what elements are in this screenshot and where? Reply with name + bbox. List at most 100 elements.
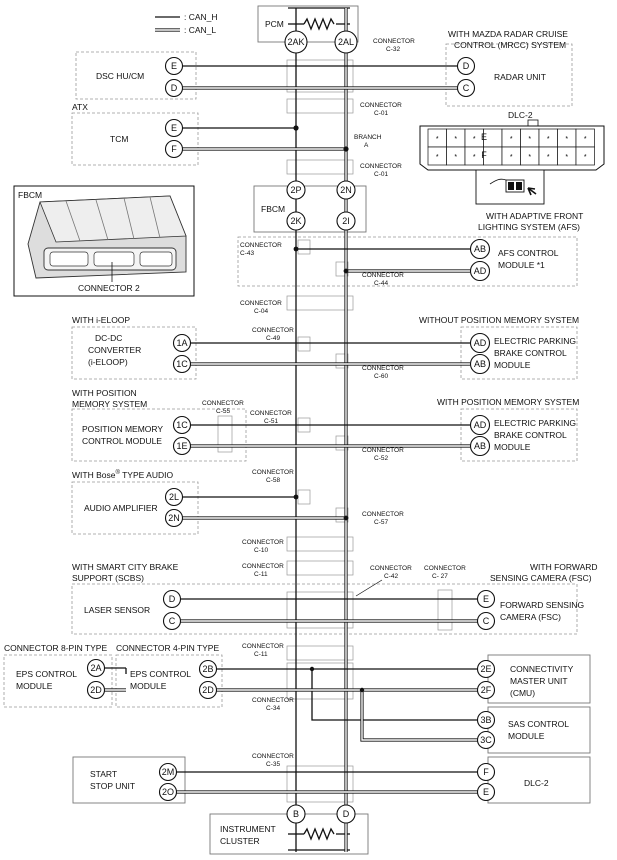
sas-box [487, 706, 591, 754]
fbcm-pin-h-bot: 2K [290, 216, 301, 226]
epb1-line-1: ELECTRIC PARKING [494, 336, 576, 346]
connector-c27: C- 27 [432, 573, 448, 580]
eps4-pin-1: 2B [202, 664, 213, 674]
epb1-pin-2: AB [474, 359, 486, 369]
sas-pin-1: 3B [480, 715, 491, 725]
eps8-line-2: MODULE [16, 681, 53, 691]
branch-line-1: BRANCH [354, 134, 382, 141]
posmem-cond-1: WITH POSITION [72, 388, 137, 398]
connector-c51: C-51 [264, 418, 278, 425]
dlc-pin-marker: * [528, 136, 531, 143]
dsc-pin-1: E [171, 61, 177, 71]
dlc-inset-title: DLC-2 [508, 110, 533, 120]
eps8-line-1: EPS CONTROL [16, 669, 77, 679]
cluster-pin-l: D [343, 809, 350, 819]
epb1-line-3: MODULE [494, 360, 531, 370]
module-labels: DSC HU/CM WITH MAZDA RADAR CRUISE CONTRO… [4, 29, 598, 791]
dlc-pin-marker: * [510, 136, 513, 143]
connector-c10: C-10 [254, 547, 268, 554]
afs-pin-2: AD [474, 266, 487, 276]
fsc-cond-1: WITH FORWARD [530, 562, 598, 572]
connector-word: CONNECTOR [360, 163, 402, 170]
dlc-pin-marker: * [528, 154, 531, 161]
dlc-pin-cell [575, 146, 595, 166]
laser-cond-1: WITH SMART CITY BRAKE [72, 562, 179, 572]
connector-word: CONNECTOR [252, 327, 294, 334]
connector-word: CONNECTOR [252, 697, 294, 704]
epb1-line-2: BRAKE CONTROL [494, 348, 567, 358]
cmu-line-2: MASTER UNIT [510, 676, 568, 686]
connector-word: CONNECTOR [250, 410, 292, 417]
laser-pin-1: D [169, 594, 176, 604]
connector-c44: C-44 [374, 280, 388, 287]
tcm-name: TCM [110, 134, 128, 144]
cmu-pin-2: 2F [481, 685, 492, 695]
dlc-pin-marker: * [547, 136, 550, 143]
connector-word: CONNECTOR [373, 38, 415, 45]
fbcm-pin-l-bot: 2I [342, 216, 350, 226]
dlc-plug-icon [489, 178, 537, 196]
connector-word: CONNECTOR [362, 447, 404, 454]
cluster-pin-h: B [293, 809, 299, 819]
posmem-pin-2: 1E [176, 441, 187, 451]
fbcm-module-icon [27, 195, 187, 279]
dlc-pin-marker: * [436, 154, 439, 161]
dcdc-cond: WITH i-ELOOP [72, 315, 130, 325]
radar-name: RADAR UNIT [494, 72, 546, 82]
fbcm-photo-inset: FBCM CONNECTOR 2 [13, 185, 195, 297]
dlc2-pin-1: F [483, 767, 489, 777]
start-pin-2: 2O [162, 787, 174, 797]
afs-line-1: AFS CONTROL [498, 248, 559, 258]
instrument-cluster-block: INSTRUMENT CLUSTER [209, 813, 369, 855]
cmu-line-3: (CMU) [510, 688, 535, 698]
epb2-line-2: BRAKE CONTROL [494, 430, 567, 440]
afs-cond-2: LIGHTING SYSTEM (AFS) [478, 222, 580, 232]
connector-c35: C-35 [266, 761, 280, 768]
eps4-line-2: MODULE [130, 681, 167, 691]
connector-labels: CONNECTOR C-32 CONNECTOR C-01 BRANCH A C… [202, 38, 466, 768]
eps8-pin-1: 2A [90, 663, 101, 673]
afs-pin-1: AB [474, 244, 486, 254]
afs-cond-1: WITH ADAPTIVE FRONT [486, 211, 583, 221]
pcm-pin-l: 2AL [338, 37, 354, 47]
dlc-pin-e: E [481, 132, 487, 142]
fbcm-photo-label: CONNECTOR 2 [78, 283, 140, 293]
connector-word: CONNECTOR [252, 753, 294, 760]
radar-pin-1: D [463, 61, 470, 71]
dcdc-pin-2: 1C [176, 359, 188, 369]
start-line-2: STOP UNIT [90, 781, 135, 791]
afs-box [237, 236, 578, 287]
tcm-pin-2: F [171, 144, 177, 154]
dlc2-box [487, 756, 591, 804]
can-l-branches [104, 86, 486, 794]
cmu-line-1: CONNECTIVITY [510, 664, 574, 674]
connector-word: CONNECTOR [370, 565, 412, 572]
fbcm-photo-title: FBCM [18, 190, 42, 200]
audio-pin-2: 2N [168, 513, 180, 523]
epb2-line-3: MODULE [494, 442, 531, 452]
fsc-line-1: FORWARD SENSING [500, 600, 584, 610]
terminating-resistor-icon [303, 827, 335, 841]
dcdc-pin-1: 1A [176, 338, 187, 348]
arrow-icon [527, 187, 537, 196]
legend-can-l: : CAN_L [184, 25, 216, 35]
dlc-pin-f: F [481, 150, 487, 160]
connector-word: CONNECTOR [424, 565, 466, 572]
audio-cond: WITH Bose® TYPE AUDIO [72, 469, 173, 480]
connector-c04: C-04 [254, 308, 268, 315]
terminating-resistor-icon [303, 17, 335, 31]
cmu-box [487, 654, 591, 704]
tcm-pin-1: E [171, 123, 177, 133]
pcm-label: PCM [265, 19, 284, 29]
connector-c43: C-43 [240, 250, 254, 257]
eps8-pin-2: 2D [90, 685, 102, 695]
dcdc-line-3: (i-ELOOP) [88, 357, 128, 367]
start-pin-1: 2M [162, 767, 175, 777]
instrument-cluster-line1: INSTRUMENT [220, 824, 276, 834]
fsc-pin-2: C [483, 616, 490, 626]
epb2-pin-1: AD [474, 420, 487, 430]
connector-word: CONNECTOR [242, 539, 284, 546]
connector-c01b: C-01 [374, 171, 388, 178]
dlc2-connector-inset: DLC-2 **************** E F [419, 110, 605, 205]
fbcm-pin-l-top: 2N [340, 185, 352, 195]
